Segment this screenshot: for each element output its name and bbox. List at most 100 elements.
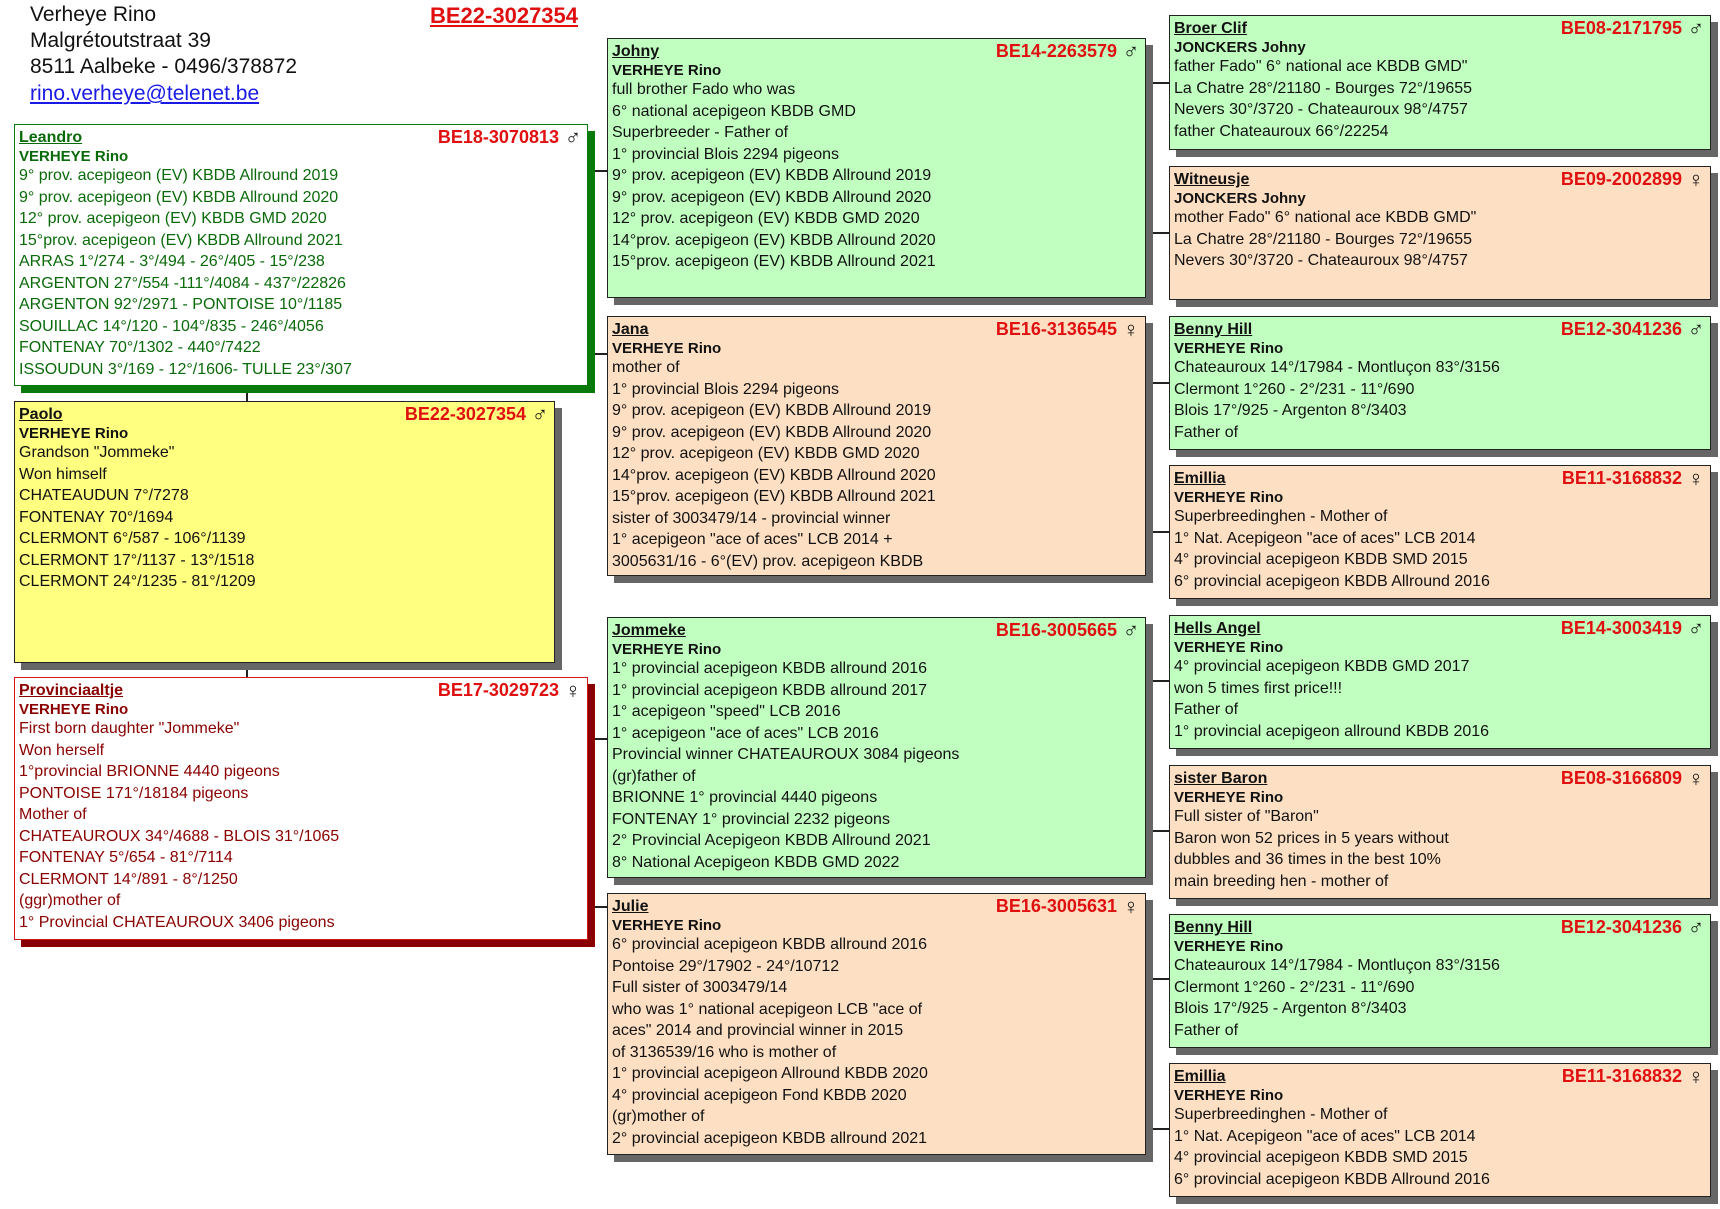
pigeon-name: sister Baron bbox=[1174, 770, 1268, 787]
achievement-line: 9° prov. acepigeon (EV) KBDB Allround 20… bbox=[612, 188, 932, 206]
achievement-line: Chateauroux 14°/17984 - Montluçon 83°/31… bbox=[1174, 359, 1500, 376]
achievement-line: FONTENAY 1° provincial 2232 pigeons bbox=[612, 810, 890, 828]
achievement-line: 4° provincial acepigeon KBDB SMD 2015 bbox=[1174, 1149, 1468, 1166]
achievement-line: 12° prov. acepigeon (EV) KBDB GMD 2020 bbox=[19, 210, 327, 227]
card-header-right: BE16-3005631♀ bbox=[995, 895, 1141, 918]
achievement-line: 1° provincial acepigeon Allround KBDB 20… bbox=[612, 1065, 928, 1082]
card-header: Julie BE16-3005631♀ bbox=[612, 895, 1141, 918]
male-icon: ♂ bbox=[1122, 38, 1140, 64]
card-header-right: BE14-2263579♂ bbox=[995, 38, 1141, 64]
male-icon: ♂ bbox=[531, 401, 549, 427]
pigeon-name: Leandro bbox=[19, 129, 83, 146]
achievement-line: ARGENTON 27°/554 -111°/4084 - 437°/22826 bbox=[19, 274, 346, 292]
achievement-line: ISSOUDUN 3°/169 - 12°/1606- TULLE 23°/30… bbox=[19, 360, 352, 378]
achievement-line: Father of bbox=[1174, 423, 1239, 441]
ring-number: BE09-2002899 bbox=[1560, 169, 1682, 189]
achievement-line: 1° acepigeon "ace of aces" LCB 2014 + bbox=[612, 531, 893, 548]
pigeon-name: Jommeke bbox=[612, 622, 686, 639]
achievement-line: (ggr)mother of bbox=[19, 892, 121, 909]
card-header: sister Baron BE08-3166809♀ bbox=[1174, 765, 1706, 791]
female-icon: ♀ bbox=[1687, 765, 1705, 791]
achievement-line: Clermont 1°260 - 2°/231 - 11°/690 bbox=[1174, 380, 1415, 398]
achievement-line: 1° Nat. Acepigeon "ace of aces" LCB 2014 bbox=[1174, 1127, 1476, 1145]
ring-number: BE22-3027354 bbox=[404, 404, 526, 424]
ring-number: BE14-3003419 bbox=[1560, 618, 1682, 638]
achievement-line: won 5 times first price!!! bbox=[1174, 679, 1343, 697]
owner-name: VERHEYE Rino bbox=[19, 148, 129, 165]
ring-number: BE12-3041236 bbox=[1560, 917, 1682, 937]
card-header-right: BE22-3027354♂ bbox=[404, 401, 550, 427]
achievement-line: Full sister of "Baron" bbox=[1174, 808, 1319, 825]
card-header-right: BE12-3041236♂ bbox=[1560, 316, 1706, 342]
ring-number: BE16-3005631 bbox=[995, 896, 1117, 916]
achievement-line: 15°prov. acepigeon (EV) KBDB Allround 20… bbox=[612, 253, 936, 270]
achievement-line: 9° prov. acepigeon (EV) KBDB Allround 20… bbox=[612, 423, 932, 441]
owner-name: VERHEYE Rino bbox=[19, 425, 129, 442]
pigeon-name: Broer Clif bbox=[1174, 20, 1247, 37]
ring-number: BE14-2263579 bbox=[995, 41, 1117, 61]
connector bbox=[1146, 232, 1169, 234]
card-header-right: BE11-3168832♀ bbox=[1562, 467, 1706, 490]
card-header: Johny BE14-2263579♂ bbox=[612, 38, 1141, 64]
breeder-email-link[interactable]: rino.verheye@telenet.be bbox=[30, 82, 260, 105]
achievement-line: sister of 3003479/14 - provincial winner bbox=[612, 509, 891, 527]
achievement-line: Provincial winner CHATEAUROUX 3084 pigeo… bbox=[612, 746, 960, 763]
achievement-line: ARRAS 1°/274 - 3°/494 - 26°/405 - 15°/23… bbox=[19, 253, 325, 270]
achievement-line: 1° acepigeon "ace of aces" LCB 2016 bbox=[612, 724, 879, 742]
achievement-line: Superbreedinghen - Mother of bbox=[1174, 1106, 1388, 1123]
achievement-line: FONTENAY 5°/654 - 81°/7114 bbox=[19, 849, 233, 866]
achievement-line: 9° prov. acepigeon (EV) KBDB Allround 20… bbox=[19, 167, 339, 184]
pigeon-name: Benny Hill bbox=[1174, 321, 1253, 338]
connector bbox=[1146, 830, 1169, 832]
achievement-line: mother Fado" 6° national ace KBDB GMD" bbox=[1174, 209, 1477, 226]
achievement-line: 4° provincial acepigeon Fond KBDB 2020 bbox=[612, 1086, 907, 1104]
achievement-line: 1° provincial acepigeon KBDB allround 20… bbox=[612, 681, 928, 699]
achievement-line: Full sister of 3003479/14 bbox=[612, 979, 788, 996]
male-icon: ♂ bbox=[1687, 615, 1705, 641]
achievement-line: Superbreedinghen - Mother of bbox=[1174, 508, 1388, 525]
owner-name: VERHEYE Rino bbox=[1174, 789, 1284, 806]
achievement-line: La Chatre 28°/21180 - Bourges 72°/19655 bbox=[1174, 230, 1473, 248]
male-icon: ♂ bbox=[1687, 316, 1705, 342]
achievement-line: 1° provincial acepigeon allround KBDB 20… bbox=[1174, 722, 1490, 740]
male-icon: ♂ bbox=[564, 124, 582, 150]
achievement-line: 1°provincial BRIONNE 4440 pigeons bbox=[19, 763, 280, 780]
card-header-right: BE08-2171795♂ bbox=[1561, 17, 1706, 40]
achievement-line: Baron won 52 prices in 5 years without bbox=[1174, 829, 1449, 847]
achievement-line: (gr)father of bbox=[612, 767, 696, 785]
pigeon-name: Julie bbox=[612, 898, 649, 915]
achievement-line: 1° acepigeon "speed" LCB 2016 bbox=[612, 703, 841, 720]
achievement-line: Grandson "Jommeke" bbox=[19, 444, 175, 461]
achievement-line: 4° provincial acepigeon KBDB GMD 2017 bbox=[1174, 658, 1470, 675]
achievement-line: 4° provincial acepigeon KBDB SMD 2015 bbox=[1174, 551, 1468, 568]
connector bbox=[1146, 382, 1169, 384]
ring-number: BE12-3041236 bbox=[1560, 319, 1682, 339]
card-header-right: BE16-3136545♀ bbox=[996, 318, 1141, 341]
owner-name: VERHEYE Rino bbox=[1174, 1087, 1284, 1104]
achievement-line: 9° prov. acepigeon (EV) KBDB Allround 20… bbox=[612, 402, 932, 419]
pigeon-name: Johny bbox=[612, 43, 660, 60]
connector bbox=[1146, 82, 1169, 84]
connector bbox=[246, 663, 248, 677]
card-header-right: BE08-3166809♀ bbox=[1561, 765, 1706, 791]
